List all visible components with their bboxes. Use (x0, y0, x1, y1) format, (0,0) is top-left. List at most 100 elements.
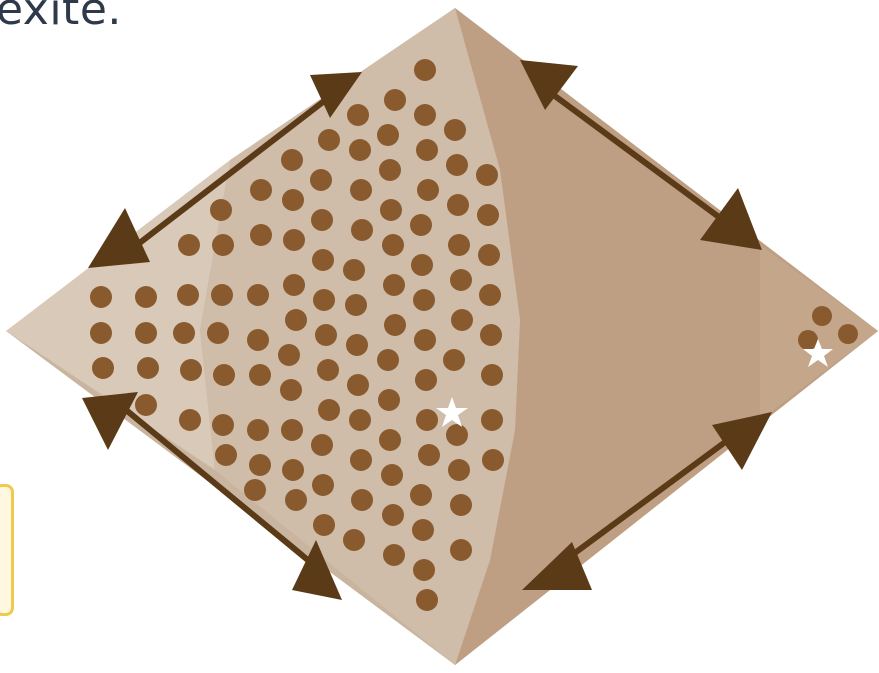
dot (413, 559, 435, 581)
dot (311, 209, 333, 231)
dot (90, 286, 112, 308)
dot (349, 409, 371, 431)
right-tip-face (760, 245, 878, 420)
dot (444, 119, 466, 141)
dot (212, 414, 234, 436)
dot (211, 284, 233, 306)
dot (410, 484, 432, 506)
dot (413, 289, 435, 311)
dot (135, 322, 157, 344)
dot (417, 179, 439, 201)
dot (411, 254, 433, 276)
dot (478, 244, 500, 266)
dot (210, 199, 232, 221)
dot (377, 124, 399, 146)
dot (278, 344, 300, 366)
dot (812, 306, 832, 326)
dot (92, 357, 114, 379)
dot (448, 459, 470, 481)
dot (481, 409, 503, 431)
dot (318, 129, 340, 151)
dot (207, 322, 229, 344)
dot (213, 364, 235, 386)
dot (451, 309, 473, 331)
dot (312, 474, 334, 496)
dot (384, 89, 406, 111)
dot (281, 419, 303, 441)
dot (285, 489, 307, 511)
dot (446, 424, 468, 446)
dot (477, 204, 499, 226)
dot (446, 154, 468, 176)
dot (350, 449, 372, 471)
dot (215, 444, 237, 466)
dot (350, 179, 372, 201)
dot (283, 229, 305, 251)
dot (347, 374, 369, 396)
dot (482, 449, 504, 471)
dot (249, 454, 271, 476)
dot (247, 284, 269, 306)
dot (476, 164, 498, 186)
dot (247, 329, 269, 351)
dot (285, 309, 307, 331)
dot (414, 59, 436, 81)
dot (382, 234, 404, 256)
dot (249, 364, 271, 386)
dot (177, 284, 199, 306)
dot (347, 104, 369, 126)
dot (135, 286, 157, 308)
dot (280, 379, 302, 401)
dot (448, 234, 470, 256)
dot (313, 289, 335, 311)
dot (383, 544, 405, 566)
dot (480, 324, 502, 346)
dot (479, 284, 501, 306)
dot (416, 409, 438, 431)
dot (383, 274, 405, 296)
dot (380, 199, 402, 221)
dot (351, 219, 373, 241)
dot (450, 269, 472, 291)
dot (450, 539, 472, 561)
dot (173, 322, 195, 344)
dot (351, 489, 373, 511)
dot (381, 464, 403, 486)
dot (281, 149, 303, 171)
dot (317, 359, 339, 381)
dot (135, 394, 157, 416)
dot (311, 434, 333, 456)
dot (377, 349, 399, 371)
dot (414, 329, 436, 351)
dot (416, 139, 438, 161)
dot (346, 334, 368, 356)
dot (378, 389, 400, 411)
dot (410, 214, 432, 236)
dot (349, 139, 371, 161)
dot (312, 249, 334, 271)
dot (137, 357, 159, 379)
dot (418, 444, 440, 466)
dot (315, 324, 337, 346)
dot (450, 494, 472, 516)
dot (838, 324, 858, 344)
dot (283, 274, 305, 296)
dot (343, 259, 365, 281)
dot (481, 364, 503, 386)
dot (250, 224, 272, 246)
dot (180, 359, 202, 381)
dot (345, 294, 367, 316)
dot (179, 409, 201, 431)
dot (282, 459, 304, 481)
dot (90, 322, 112, 344)
dot (379, 159, 401, 181)
dot (250, 179, 272, 201)
dot (310, 169, 332, 191)
dot (443, 349, 465, 371)
dot (412, 519, 434, 541)
dot (384, 314, 406, 336)
dot (178, 234, 200, 256)
dot (416, 589, 438, 611)
dot (212, 234, 234, 256)
